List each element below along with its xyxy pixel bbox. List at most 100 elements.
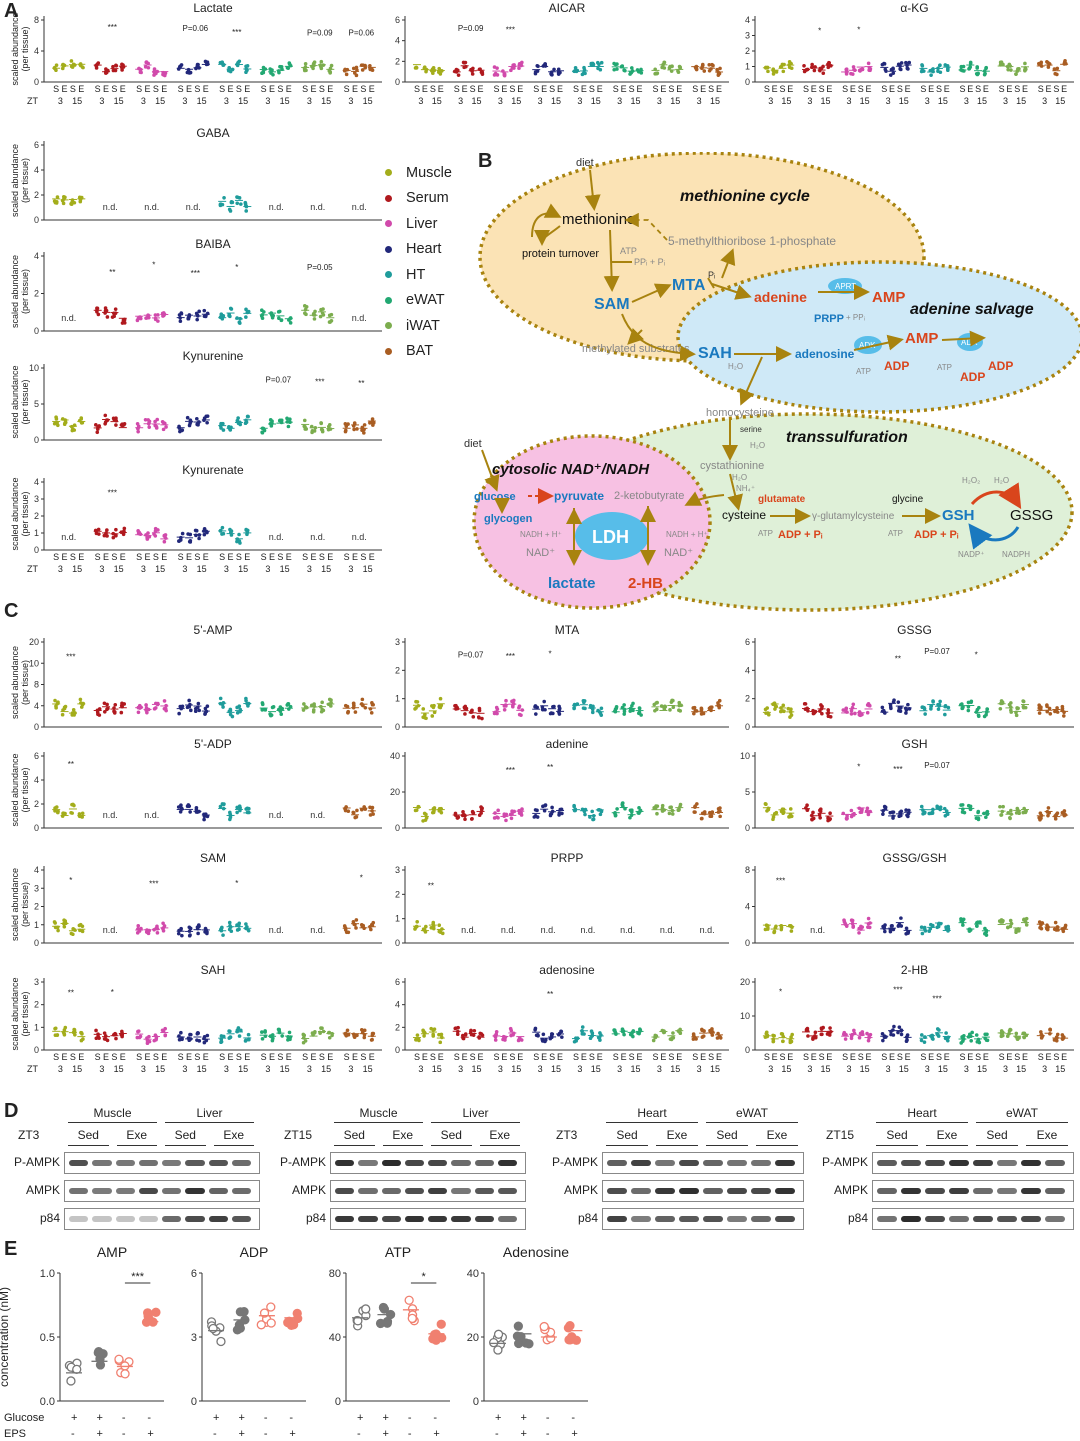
se-label: E [557,84,563,94]
data-point [162,924,167,928]
data-point [668,1037,673,1041]
y-tick-label: 2 [34,1000,39,1010]
se-label: S [344,1052,350,1062]
se-label: S [708,84,714,94]
data-point [628,709,633,713]
se-label: S [842,84,848,94]
blot-band [335,1188,355,1194]
data-point [889,1032,893,1037]
y-tick-label: 0 [745,938,750,948]
data-point [456,815,461,820]
legend-dot [385,322,392,330]
data-point [422,811,427,816]
data-point [946,705,951,710]
cysteine-node: cysteine [722,508,766,522]
se-label: E [161,84,167,94]
se-label: S [430,1052,436,1062]
data-point [260,1037,265,1041]
data-point [235,201,240,206]
data-point [228,1029,232,1034]
blot-band [162,1160,182,1166]
data-point [998,707,1003,711]
data-point [1015,706,1020,711]
data-point [311,709,316,714]
data-point [479,1032,484,1036]
data-point [806,709,810,713]
blot-band-strip [602,1152,804,1174]
data-point [919,1033,924,1037]
chart-title: Kynurenate [182,463,244,477]
zt-value: 15 [114,564,124,574]
ldh-enzyme [575,512,649,560]
blot-row-label: P-AMPK [14,1155,61,1169]
data-point [825,1032,830,1036]
data-point [110,315,115,319]
zt-value: 3 [265,564,270,574]
data-point [572,706,576,711]
blot-band [428,1216,448,1222]
data-point [437,66,441,71]
data-point [424,69,428,74]
data-point [70,198,75,202]
data-point [229,529,233,534]
lactate-node: lactate [548,575,596,592]
data-point [764,1030,769,1035]
se-label: S [111,552,117,562]
blot-band [358,1160,378,1166]
data-point [931,700,935,704]
blot-band [949,1188,969,1194]
se-label: S [975,1052,981,1062]
zt-value: 15 [591,96,601,106]
arrow-adenosine-amp [853,334,904,351]
zt-value: 3 [577,96,582,106]
se-label: E [1022,1052,1028,1062]
data-point [590,61,595,66]
data-point [354,918,359,922]
data-point [1015,806,1020,811]
data-point [821,71,826,76]
data-point [54,805,59,809]
blot-divider [876,1145,918,1146]
zt-value: 15 [670,1064,680,1074]
zt-value: 15 [321,1064,331,1074]
blot-band [631,1216,651,1222]
transsulfuration-title: transsulfuration [786,429,908,446]
se-label: S [277,1052,283,1062]
se-label: E [369,552,375,562]
data-point [539,1321,549,1332]
chart-title: Kynurenine [183,349,244,363]
data-point [278,709,283,713]
data-point [1009,710,1014,714]
se-label: E [286,552,292,562]
data-point [773,704,778,708]
zt-value: 15 [238,96,248,106]
data-point [1022,1035,1026,1039]
data-point [218,696,223,701]
data-point [1055,706,1059,710]
data-point [905,1033,910,1037]
data-point [351,66,356,71]
data-point [238,541,242,545]
data-point [883,805,888,810]
data-point [811,1036,815,1040]
blot-band [185,1188,205,1194]
data-point [479,811,483,815]
blot-band [901,1216,921,1222]
zt-value: 15 [363,96,373,106]
ldh-label: LDH [592,527,629,547]
se-label: E [145,84,151,94]
zt-value: 3 [307,1064,312,1074]
se-label: E [850,84,856,94]
mtr1p-node: 5-methylthioribose 1-phosphate [668,234,836,248]
blot-band [655,1160,675,1166]
se-label: S [153,84,159,94]
se-label: S [414,84,420,94]
zt-value: 3 [498,1064,503,1074]
significance-label: P=0.05 [307,263,333,272]
pathway-diagram: diet methionine cycle methionine protein… [464,152,1080,612]
data-point [270,1038,275,1043]
data-point [135,421,140,426]
blot-band [335,1160,355,1166]
data-point [327,423,332,427]
